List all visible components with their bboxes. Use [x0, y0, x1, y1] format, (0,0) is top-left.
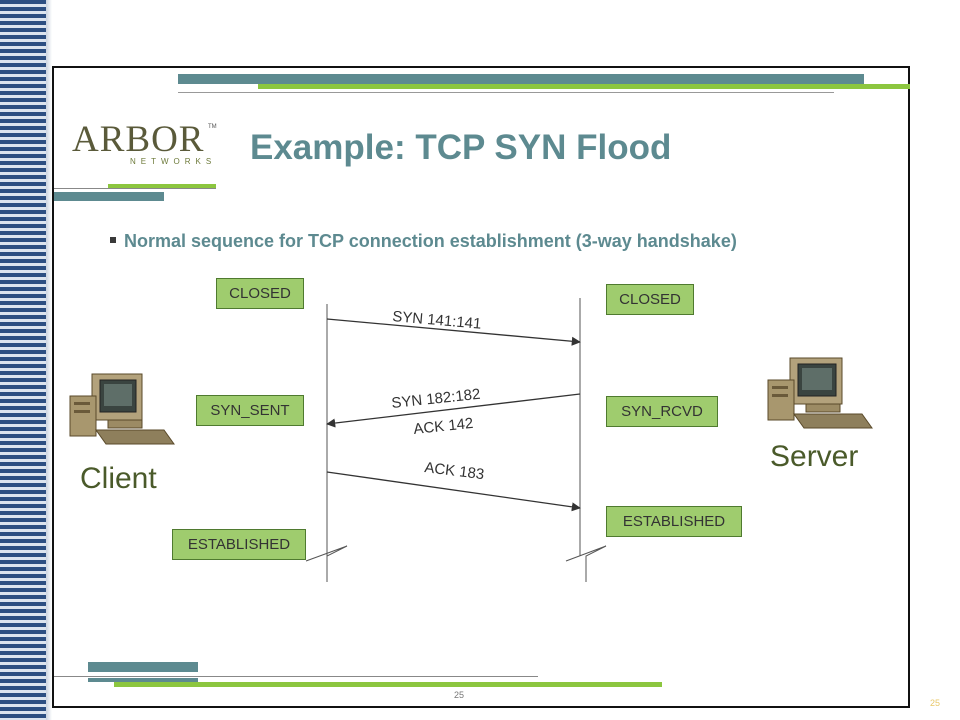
client-state-syn-sent: SYN_SENT	[196, 395, 304, 426]
synack-syn-label: SYN 182:182	[391, 386, 482, 412]
logo-bar-green	[108, 184, 216, 188]
synack-arrow	[326, 393, 581, 428]
server-state-established: ESTABLISHED	[606, 506, 742, 537]
logo-rule	[54, 188, 216, 189]
client-state-closed: CLOSED	[216, 278, 304, 309]
footer-bar-green	[114, 682, 662, 687]
client-state-established: ESTABLISHED	[172, 529, 306, 560]
footer-rule	[54, 676, 538, 677]
logo-trademark: TM	[208, 124, 217, 130]
bullet-text: Normal sequence for TCP connection estab…	[124, 231, 737, 251]
logo-text: ARBOR	[72, 119, 205, 160]
bullet-point: Normal sequence for TCP connection estab…	[110, 231, 737, 252]
server-state-syn-rcvd: SYN_RCVD	[606, 396, 718, 427]
slide-title: Example: TCP SYN Flood	[250, 128, 672, 167]
client-break	[305, 545, 348, 582]
ack-label: ACK 183	[424, 459, 486, 483]
bullet-square	[110, 237, 116, 244]
handshake-diagram: SYN 141:141 SYN 182:182 ACK 142 ACK 183	[69, 298, 873, 582]
client-label: Client	[80, 462, 157, 495]
slide: ARBOR TM NETWORKS Example: TCP SYN Flood…	[52, 66, 910, 708]
arbor-logo: ARBOR	[72, 118, 204, 161]
slide-page-number: 25	[454, 690, 465, 700]
logo-subtext: NETWORKS	[130, 157, 217, 166]
header-bar-teal	[178, 74, 864, 84]
left-decor-bar	[0, 0, 46, 720]
corner-page-number: 25	[930, 698, 941, 708]
server-computer-icon	[767, 357, 873, 429]
footer-bar-teal	[88, 662, 198, 672]
header-bar-green	[258, 84, 910, 89]
left-decor-fade	[46, 0, 52, 720]
synack-ack-label: ACK 142	[413, 415, 474, 438]
server-label: Server	[770, 440, 859, 473]
header-rule	[178, 92, 834, 93]
syn-arrow	[326, 318, 581, 346]
server-state-closed: CLOSED	[606, 284, 694, 315]
server-break	[565, 545, 607, 582]
ack-arrow	[326, 471, 581, 512]
logo-bar-teal	[54, 192, 164, 201]
client-computer-icon	[69, 373, 175, 445]
footer-bar-teal-2	[88, 678, 198, 682]
